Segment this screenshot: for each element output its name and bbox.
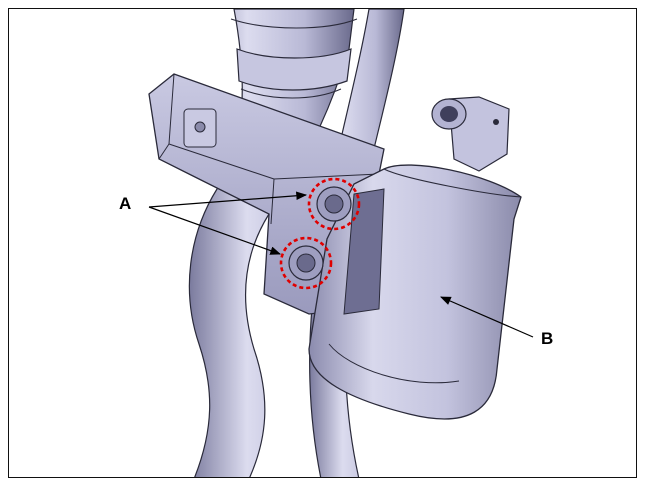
highlight-circle-lower — [279, 236, 333, 290]
highlight-circle-upper — [307, 177, 361, 231]
figure-frame: A B — [8, 8, 637, 478]
hose-collar — [236, 48, 352, 91]
bolt-upper — [316, 186, 352, 222]
fuel-pipe-illustration — [148, 9, 534, 477]
bolt-lower — [288, 245, 324, 281]
leader-arrow-b — [440, 296, 534, 338]
callout-label-a: A — [119, 194, 132, 213]
leader-arrow-a-upper — [148, 191, 308, 208]
callout-label-b: B — [541, 329, 554, 348]
leader-arrow-a-lower — [148, 206, 282, 255]
